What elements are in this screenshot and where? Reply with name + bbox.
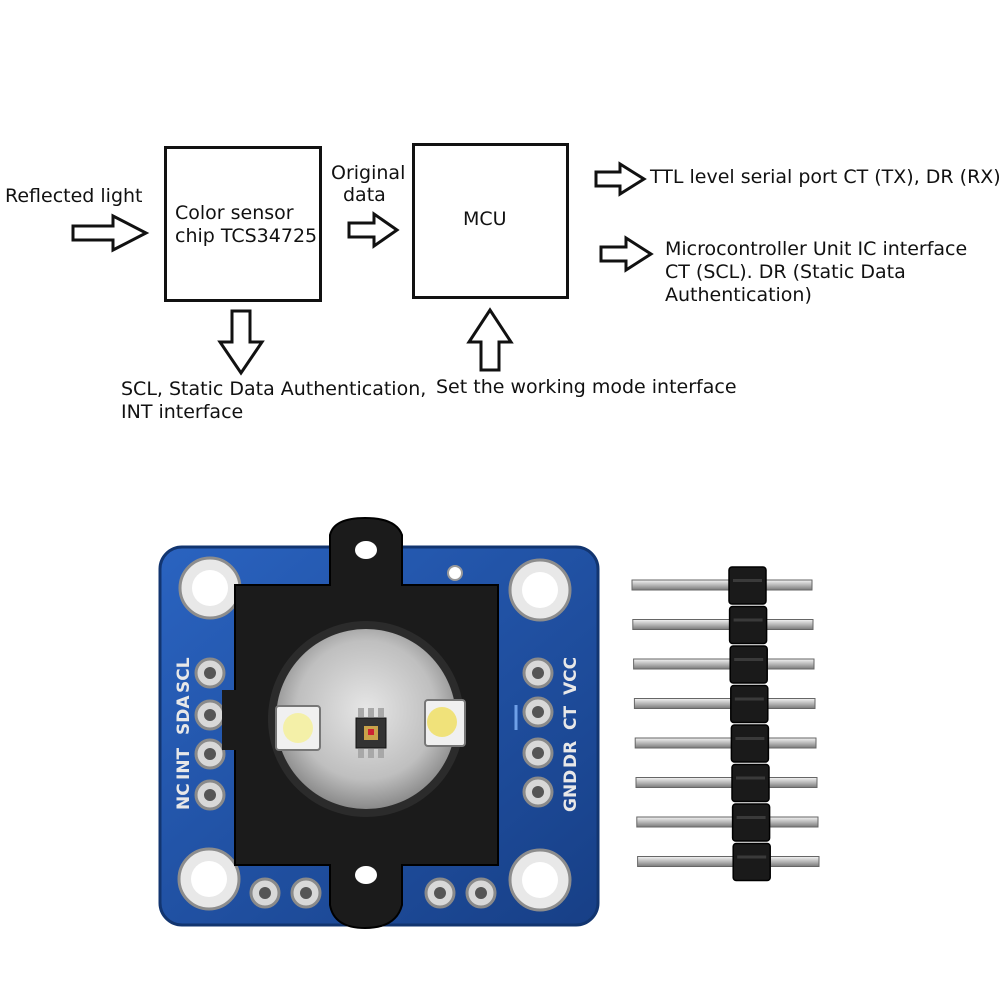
arrow-right-icon [71,213,150,253]
header-pin [637,856,820,867]
color-sensor-box: Color sensor chip TCS34725 [164,146,322,302]
header-spacer-block [730,684,769,724]
pin-label-gnd: GND [561,770,581,812]
reflected-light-label: Reflected light [5,185,143,207]
header-spacer-block [728,566,767,605]
diagram-arrows [71,161,654,376]
pin-label-ct: CT [561,706,581,730]
mode-interface-label: Set the working mode interface [436,376,737,398]
sensor-interfaces-label-line1: SCL, Static Data Authentication, [121,378,427,400]
pin-label-int: INT [174,747,194,780]
ttl-output-label: TTL level serial port CT (TX), DR (RX) [650,166,1001,188]
header-spacer-block [730,724,770,763]
original-data-label-line1: Original [331,162,406,184]
arrow-up-icon [466,307,514,372]
pin-label-scl: SCL [174,657,194,693]
header-pin [635,777,818,788]
arrow-right-icon [599,235,654,273]
arrow-right-icon [347,211,400,249]
mcu-label: MCU [463,208,507,230]
color-sensor-label-line2: chip TCS34725 [175,225,318,247]
header-pin [632,619,814,630]
header-pin [636,816,819,828]
pin-label-nc: NC [174,783,194,810]
pin-label-sda: SDA [174,695,194,735]
header-pin [633,658,815,670]
header-pin-strip [631,566,820,882]
header-spacer-block [731,763,770,803]
header-spacer-block [729,645,768,684]
iic-output-label-line2: CT (SCL). DR (Static Data [665,261,906,283]
arrow-down-icon [217,309,265,376]
arrow-right-icon [594,161,647,197]
header-spacer-block [731,803,771,842]
color-sensor-label-line1: Color sensor [175,202,294,224]
header-spacer-block [728,605,768,645]
sensor-interfaces-label-line2: INT interface [121,401,244,423]
pin-label-vcc: VCC [561,657,581,695]
pin-label-dr: DR [561,741,581,768]
original-data-label-line2: data [343,184,386,206]
mcu-box: MCU [412,143,569,299]
iic-output-label-line3: Authentication) [665,284,812,306]
header-pin [633,698,816,709]
header-spacer-block [732,842,771,882]
header-pin [631,579,813,591]
header-pin [634,737,817,749]
header-pins [631,566,820,882]
iic-output-label-line1: Microcontroller Unit IC interface [665,238,968,260]
